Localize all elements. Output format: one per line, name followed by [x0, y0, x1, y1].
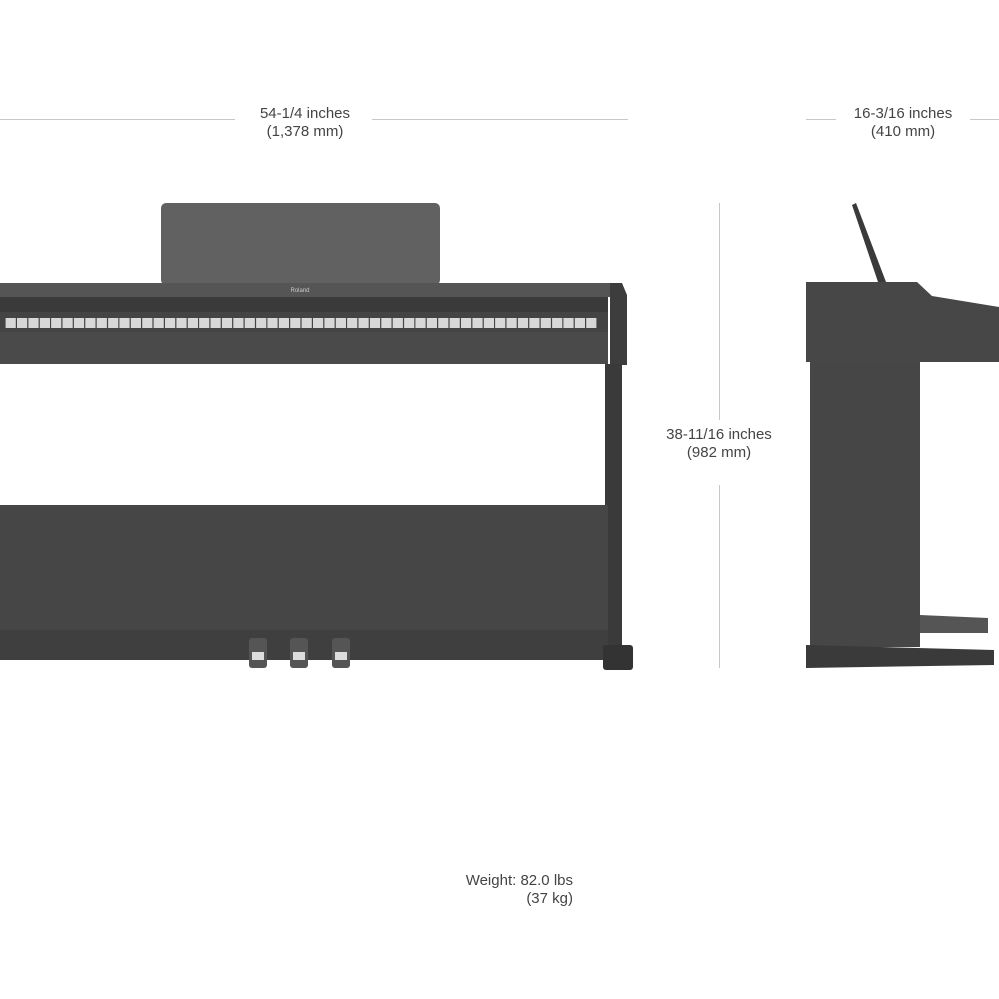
width-line-right	[372, 119, 628, 120]
white-key	[438, 318, 449, 328]
white-key	[290, 318, 301, 328]
white-key	[165, 318, 176, 328]
side-base	[806, 645, 994, 668]
white-key	[17, 318, 28, 328]
width-label: 54-1/4 inches (1,378 mm)	[259, 105, 351, 140]
height-label: 38-11/16 inches (982 mm)	[666, 426, 772, 461]
white-key	[108, 318, 119, 328]
white-key	[495, 318, 506, 328]
side-music-rest	[852, 203, 886, 282]
white-key	[404, 318, 415, 328]
white-key	[199, 318, 210, 328]
white-key	[347, 318, 358, 328]
white-key	[540, 318, 551, 328]
side-pedal	[920, 615, 988, 633]
white-key	[119, 318, 130, 328]
pedals	[249, 638, 350, 668]
white-key	[381, 318, 392, 328]
white-key	[73, 318, 85, 328]
depth-line-right	[970, 119, 999, 120]
white-key	[529, 318, 540, 328]
width-line-left	[0, 119, 235, 120]
white-key	[176, 318, 187, 328]
white-key	[301, 318, 312, 328]
white-key	[313, 318, 324, 328]
weight-label: Weight: 82.0 lbs (37 kg)	[465, 872, 573, 907]
white-key	[62, 318, 73, 328]
white-key	[5, 318, 16, 328]
white-key	[483, 318, 494, 328]
depth-line-left	[806, 119, 836, 120]
white-key	[358, 318, 369, 328]
keys	[5, 318, 597, 328]
white-key	[28, 318, 39, 328]
white-key	[415, 318, 426, 328]
front-rail	[0, 332, 608, 364]
white-key	[142, 318, 153, 328]
white-key	[130, 318, 141, 328]
white-key	[586, 318, 597, 328]
white-key	[461, 318, 472, 328]
height-line-bottom	[719, 485, 720, 668]
white-key	[39, 318, 50, 328]
white-key	[369, 318, 381, 328]
white-key	[552, 318, 563, 328]
leg	[605, 364, 622, 654]
white-key	[51, 318, 62, 328]
piano-side-view	[806, 203, 999, 668]
depth-label: 16-3/16 inches (410 mm)	[853, 105, 953, 140]
white-key	[256, 318, 267, 328]
white-key	[517, 318, 529, 328]
white-key	[335, 318, 346, 328]
brand-logo: Roland	[290, 288, 309, 294]
white-key	[426, 318, 437, 328]
height-line-top	[719, 203, 720, 420]
white-key	[563, 318, 574, 328]
white-key	[574, 318, 585, 328]
white-key	[153, 318, 164, 328]
white-key	[506, 318, 517, 328]
white-key	[472, 318, 483, 328]
white-key	[210, 318, 221, 328]
foot	[603, 645, 633, 670]
white-key	[278, 318, 289, 328]
side-column	[810, 362, 920, 647]
white-key	[96, 318, 107, 328]
piano-front-view: Roland	[0, 203, 633, 670]
white-key	[449, 318, 460, 328]
white-key	[233, 318, 244, 328]
side-top	[806, 282, 999, 362]
white-key	[392, 318, 403, 328]
white-key	[85, 318, 96, 328]
white-key	[267, 318, 278, 328]
side-cheek	[610, 283, 627, 365]
white-key	[221, 318, 233, 328]
white-key	[187, 318, 198, 328]
white-key	[324, 318, 335, 328]
back-panel	[0, 505, 608, 633]
music-rest	[161, 203, 440, 285]
top-lid	[0, 283, 612, 297]
white-key	[244, 318, 255, 328]
